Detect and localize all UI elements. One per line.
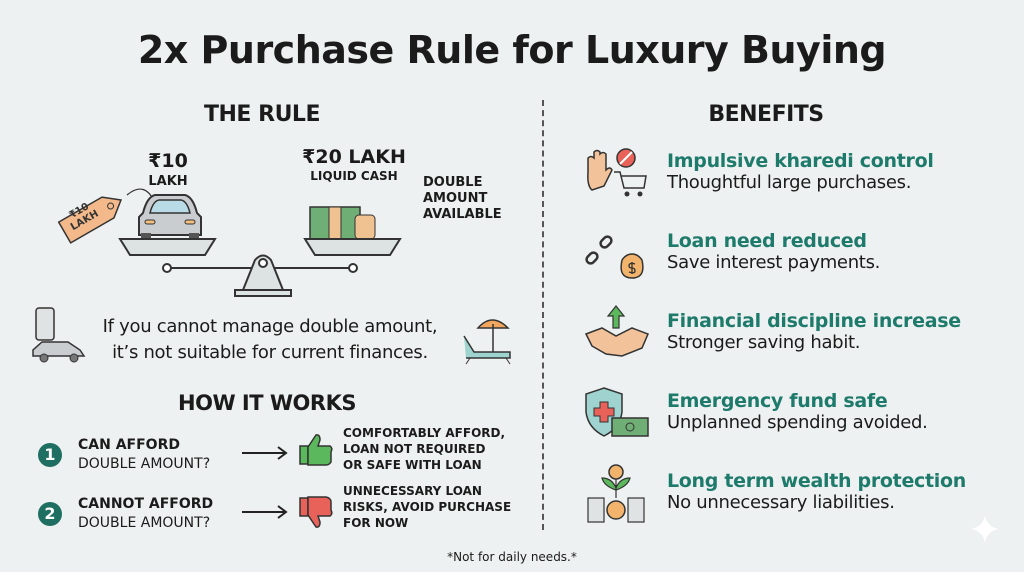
double-note: DOUBLE AMOUNT AVAILABLE — [423, 175, 502, 223]
footnote: *Not for daily needs.* — [447, 550, 577, 564]
benefit-title: Loan need reduced — [667, 230, 867, 252]
step-question: CAN AFFORD DOUBLE AMOUNT? — [78, 436, 210, 474]
benefit-title: Emergency fund safe — [667, 390, 888, 412]
benefit-subtitle: Thoughtful large purchases. — [667, 172, 912, 193]
thumbs-up-icon — [299, 434, 333, 466]
step-question: CANNOT AFFORD DOUBLE AMOUNT? — [78, 495, 213, 533]
result-line: OR SAFE WITH LOAN — [343, 458, 482, 472]
double-note-line: DOUBLE — [423, 175, 483, 190]
plant-coins-icon — [587, 464, 645, 523]
step-result: COMFORTABLY AFFORD, LOAN NOT REQUIRED OR… — [343, 425, 505, 473]
benefit-subtitle: Save interest payments. — [667, 252, 881, 273]
thumbs-down-icon — [299, 496, 333, 528]
phone-car-icon — [32, 307, 86, 363]
car-price: ₹10 — [148, 150, 188, 172]
result-line: UNNECESSARY LOAN — [343, 484, 482, 498]
benefit-title: Impulsive kharedi control — [667, 150, 934, 172]
statement-line: If you cannot manage double amount, — [102, 316, 438, 337]
how-heading: HOW IT WORKS — [178, 391, 356, 415]
step-number: 2 — [38, 502, 62, 526]
broken-chain-money-bag-icon — [585, 235, 644, 279]
benefit-item: Financial discipline increase Stronger s… — [667, 310, 961, 353]
rule-statement: If you cannot manage double amount, it’s… — [70, 314, 470, 366]
car-price-unit: LAKH — [148, 174, 188, 189]
benefits-heading: BENEFITS — [708, 102, 824, 127]
benefit-item: Emergency fund safe Unplanned spending a… — [667, 390, 928, 433]
cash-stack-icon — [309, 206, 376, 240]
step-bold: CAN AFFORD — [78, 437, 180, 453]
stop-hand-cart-icon — [587, 148, 647, 197]
price-tag-icon — [57, 196, 123, 244]
step-result: UNNECESSARY LOAN RISKS, AVOID PURCHASE F… — [343, 483, 511, 531]
step-text: DOUBLE AMOUNT? — [78, 456, 211, 472]
shield-cash-icon — [585, 387, 649, 437]
double-note-line: AVAILABLE — [423, 207, 502, 222]
result-line: FOR NOW — [343, 516, 409, 530]
benefit-item: Impulsive kharedi control Thoughtful lar… — [667, 150, 934, 193]
rule-heading: THE RULE — [204, 102, 320, 127]
step-bold: CANNOT AFFORD — [78, 496, 214, 512]
column-divider — [542, 100, 544, 530]
balance-scale-illustration — [57, 188, 402, 297]
handshake-growth-icon — [584, 305, 649, 357]
result-line: COMFORTABLY AFFORD, — [343, 426, 506, 440]
statement-line: it’s not suitable for current finances. — [112, 342, 428, 363]
sparkle-icon — [971, 515, 999, 543]
benefit-title: Long term wealth protection — [667, 470, 966, 492]
benefit-item: Loan need reduced Save interest payments… — [667, 230, 880, 273]
result-line: LOAN NOT REQUIRED — [343, 442, 486, 456]
double-note-line: AMOUNT — [423, 191, 488, 206]
arrow-right-icon — [242, 446, 288, 460]
page-title: 2x Purchase Rule for Luxury Buying — [137, 28, 887, 72]
arrow-right-icon — [242, 505, 288, 519]
benefit-item: Long term wealth protection No unnecessa… — [667, 470, 966, 513]
benefit-title: Financial discipline increase — [667, 310, 961, 332]
step-text: DOUBLE AMOUNT? — [78, 515, 211, 531]
beach-lounger-icon — [463, 319, 511, 365]
benefit-subtitle: Unplanned spending avoided. — [667, 412, 928, 433]
car-icon — [138, 194, 202, 241]
cash-label: LIQUID CASH — [310, 169, 398, 183]
cash-amount: ₹20 LAKH — [302, 146, 406, 168]
step-number: 1 — [38, 443, 62, 467]
benefit-subtitle: No unnecessary liabilities. — [667, 492, 895, 513]
result-line: RISKS, AVOID PURCHASE — [343, 500, 512, 514]
benefit-subtitle: Stronger saving habit. — [667, 332, 861, 353]
